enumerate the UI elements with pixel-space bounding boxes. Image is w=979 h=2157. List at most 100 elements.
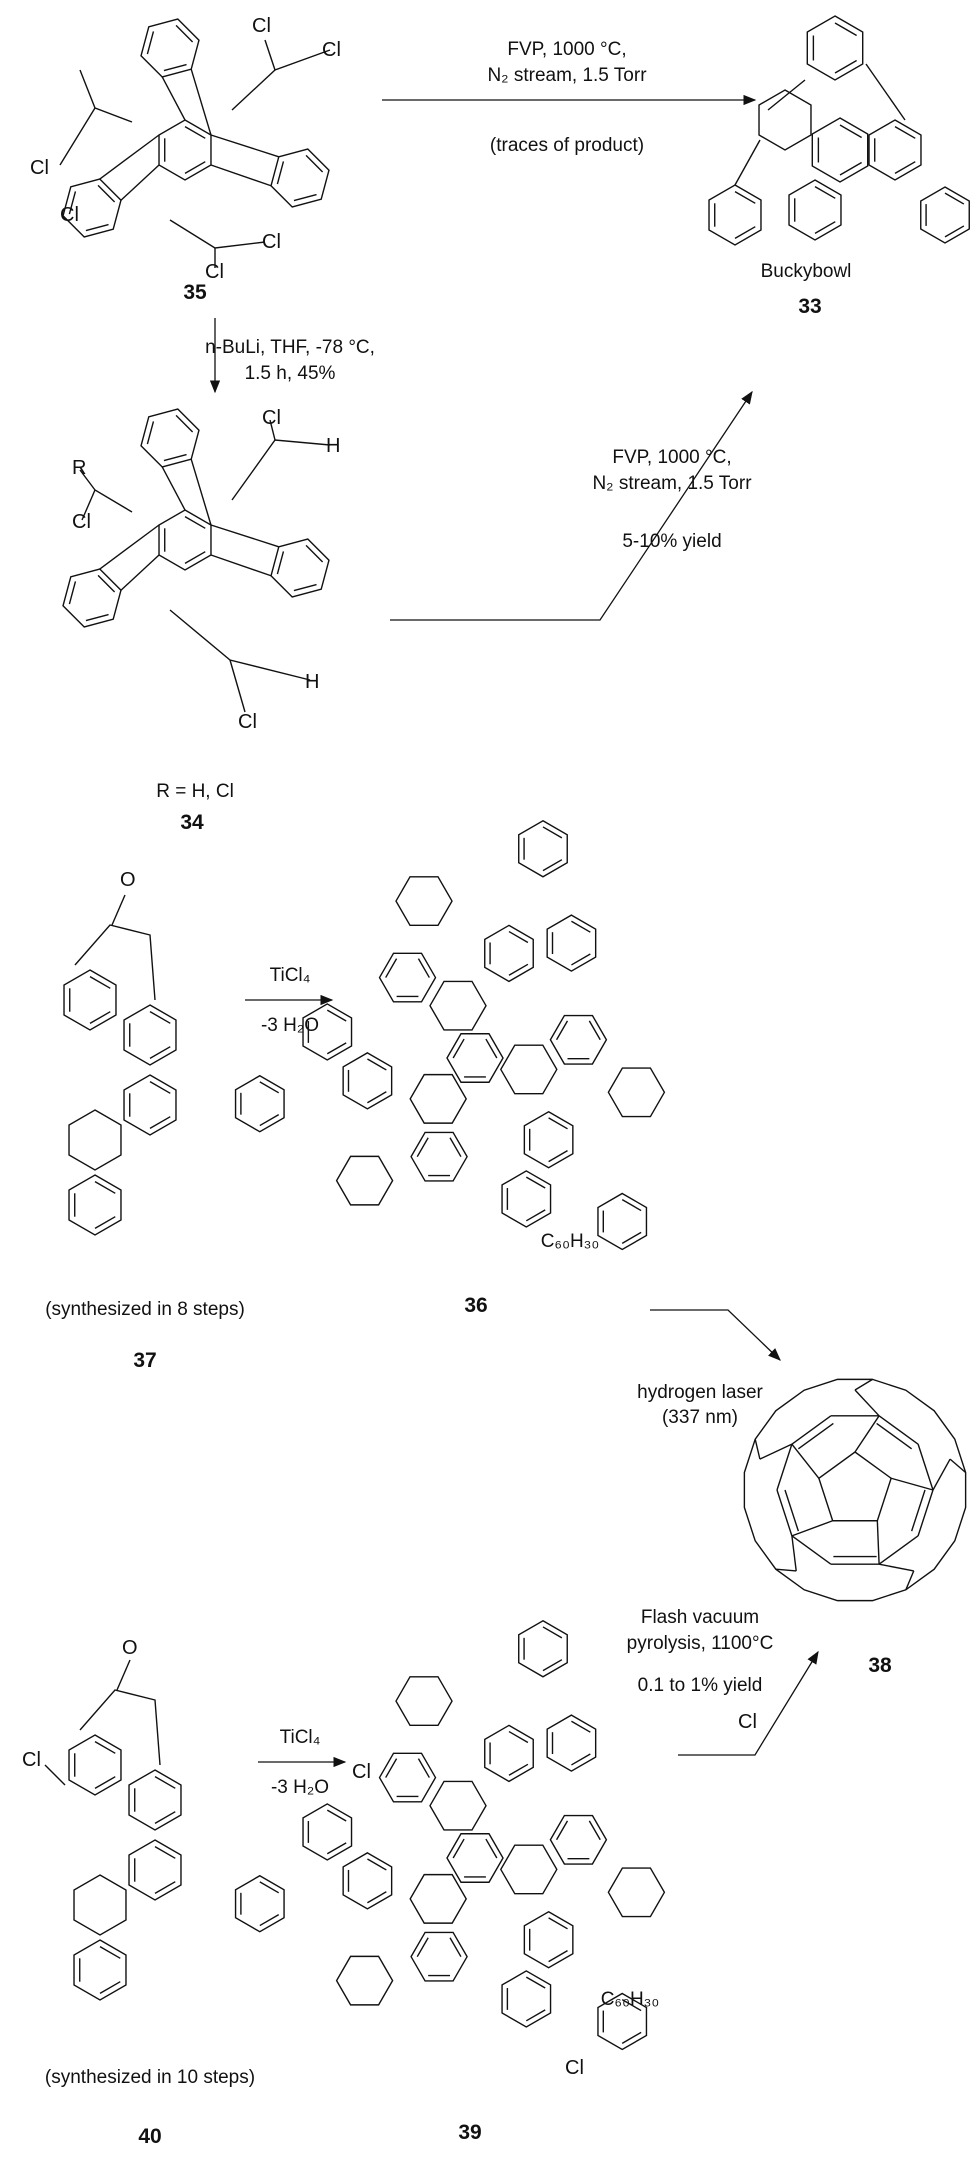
bond (776, 1489, 793, 1537)
double-bond (416, 1137, 429, 1158)
benzene-ring (758, 89, 812, 151)
condition-text: hydrogen laser (637, 1382, 763, 1403)
double-bond (305, 154, 324, 173)
double-bond (94, 1216, 116, 1230)
double-bond (293, 193, 317, 202)
double-bond (97, 184, 116, 203)
benzene-ring (868, 119, 922, 181)
double-bond (571, 953, 591, 966)
double-bond (452, 1038, 465, 1059)
bond (81, 489, 96, 521)
double-bond (548, 1917, 568, 1930)
bond (229, 659, 246, 713)
bond (754, 1438, 761, 1460)
double-bond (814, 185, 836, 199)
bond (74, 924, 156, 1001)
atom-label: Cl (60, 204, 79, 226)
benzene-ring (302, 1803, 353, 1861)
benzene-ring (68, 1174, 122, 1236)
bond (264, 39, 276, 71)
double-bond (449, 1937, 462, 1958)
double-bond (276, 161, 285, 185)
benzene-ring (546, 914, 597, 972)
bond (99, 134, 160, 180)
synthesis-note: (synthesized in 8 steps) (45, 1299, 245, 1320)
compound-number-33: 33 (798, 295, 822, 318)
double-bond (367, 1091, 387, 1104)
double-bond (839, 161, 862, 176)
bond (767, 79, 806, 111)
double-bond (385, 958, 398, 978)
bond (878, 1415, 919, 1445)
bond (231, 439, 331, 501)
atom-label: Cl (322, 39, 341, 61)
benzene-ring (335, 1955, 394, 2006)
atom-label: Cl (205, 261, 224, 283)
double-bond (621, 1999, 642, 2012)
benzene-ring (73, 1874, 127, 1936)
double-bond (571, 1720, 591, 1733)
yield-text: 0.1 to 1% yield (637, 1675, 763, 1696)
bond (210, 164, 272, 187)
benzene-ring (499, 1844, 558, 1895)
double-bond (508, 1763, 529, 1776)
benzene-ring (788, 179, 842, 241)
double-bond (259, 1114, 280, 1127)
compound-number-37: 37 (133, 1349, 157, 1372)
benzene-ring (607, 1067, 666, 1118)
double-bond (508, 930, 529, 944)
double-bond (149, 1116, 171, 1130)
double-bond (99, 1945, 121, 1959)
molecular-formula: C₆₀H₃₀ (540, 1231, 600, 1252)
double-bond (571, 920, 591, 933)
condition-text: FVP, 1000 °C, (507, 39, 627, 60)
benzene-ring (63, 969, 117, 1031)
bond (949, 1458, 967, 1474)
atom-label: Cl (565, 2057, 584, 2079)
double-bond (68, 581, 77, 605)
condition-note: (traces of product) (489, 135, 645, 156)
compound-number-35: 35 (183, 281, 207, 304)
bond (759, 1443, 793, 1460)
double-bond (154, 1881, 176, 1895)
benzene-ring (484, 924, 534, 983)
double-bond (588, 1820, 601, 1841)
bond (776, 1443, 793, 1491)
bond (79, 1689, 161, 1766)
double-bond (542, 1626, 563, 1639)
reagent-text: TiCl₄ (279, 1727, 321, 1748)
benzene-ring (607, 1867, 666, 1918)
double-bond (588, 1020, 601, 1041)
bond (169, 609, 311, 681)
double-bond (894, 125, 916, 139)
double-bond (154, 1775, 176, 1789)
double-bond (548, 1950, 568, 1963)
benzene-ring (549, 1814, 608, 1865)
bond (79, 69, 96, 109)
benzene-ring (378, 952, 437, 1003)
atom-label: Cl (262, 407, 281, 429)
benzene-ring (409, 1873, 468, 1924)
bond (890, 1477, 934, 1491)
double-bond (417, 1758, 430, 1778)
bond (190, 69, 212, 136)
double-bond (367, 1058, 387, 1071)
substituent-definition: R = H, Cl (156, 781, 234, 802)
atom-label: O (122, 1637, 138, 1659)
arrow-36-to-38 (650, 1309, 781, 1361)
double-bond (367, 1858, 387, 1871)
benzene-ring (708, 184, 762, 246)
benzene-ring (128, 1769, 182, 1831)
arrow-39-to-38 (678, 1650, 819, 1756)
benzene-ring (158, 509, 212, 571)
benzene-ring (429, 1780, 487, 1831)
bond (917, 1489, 934, 1537)
benzene-ring (234, 1074, 285, 1133)
benzene-ring (446, 1833, 504, 1883)
benzene-ring (499, 1044, 558, 1095)
double-bond (485, 1038, 498, 1059)
double-bond (525, 2009, 546, 2022)
condition-text: 1.5 h, 45% (244, 363, 336, 384)
double-bond (555, 1820, 569, 1841)
carbonyl-bond (111, 894, 126, 926)
